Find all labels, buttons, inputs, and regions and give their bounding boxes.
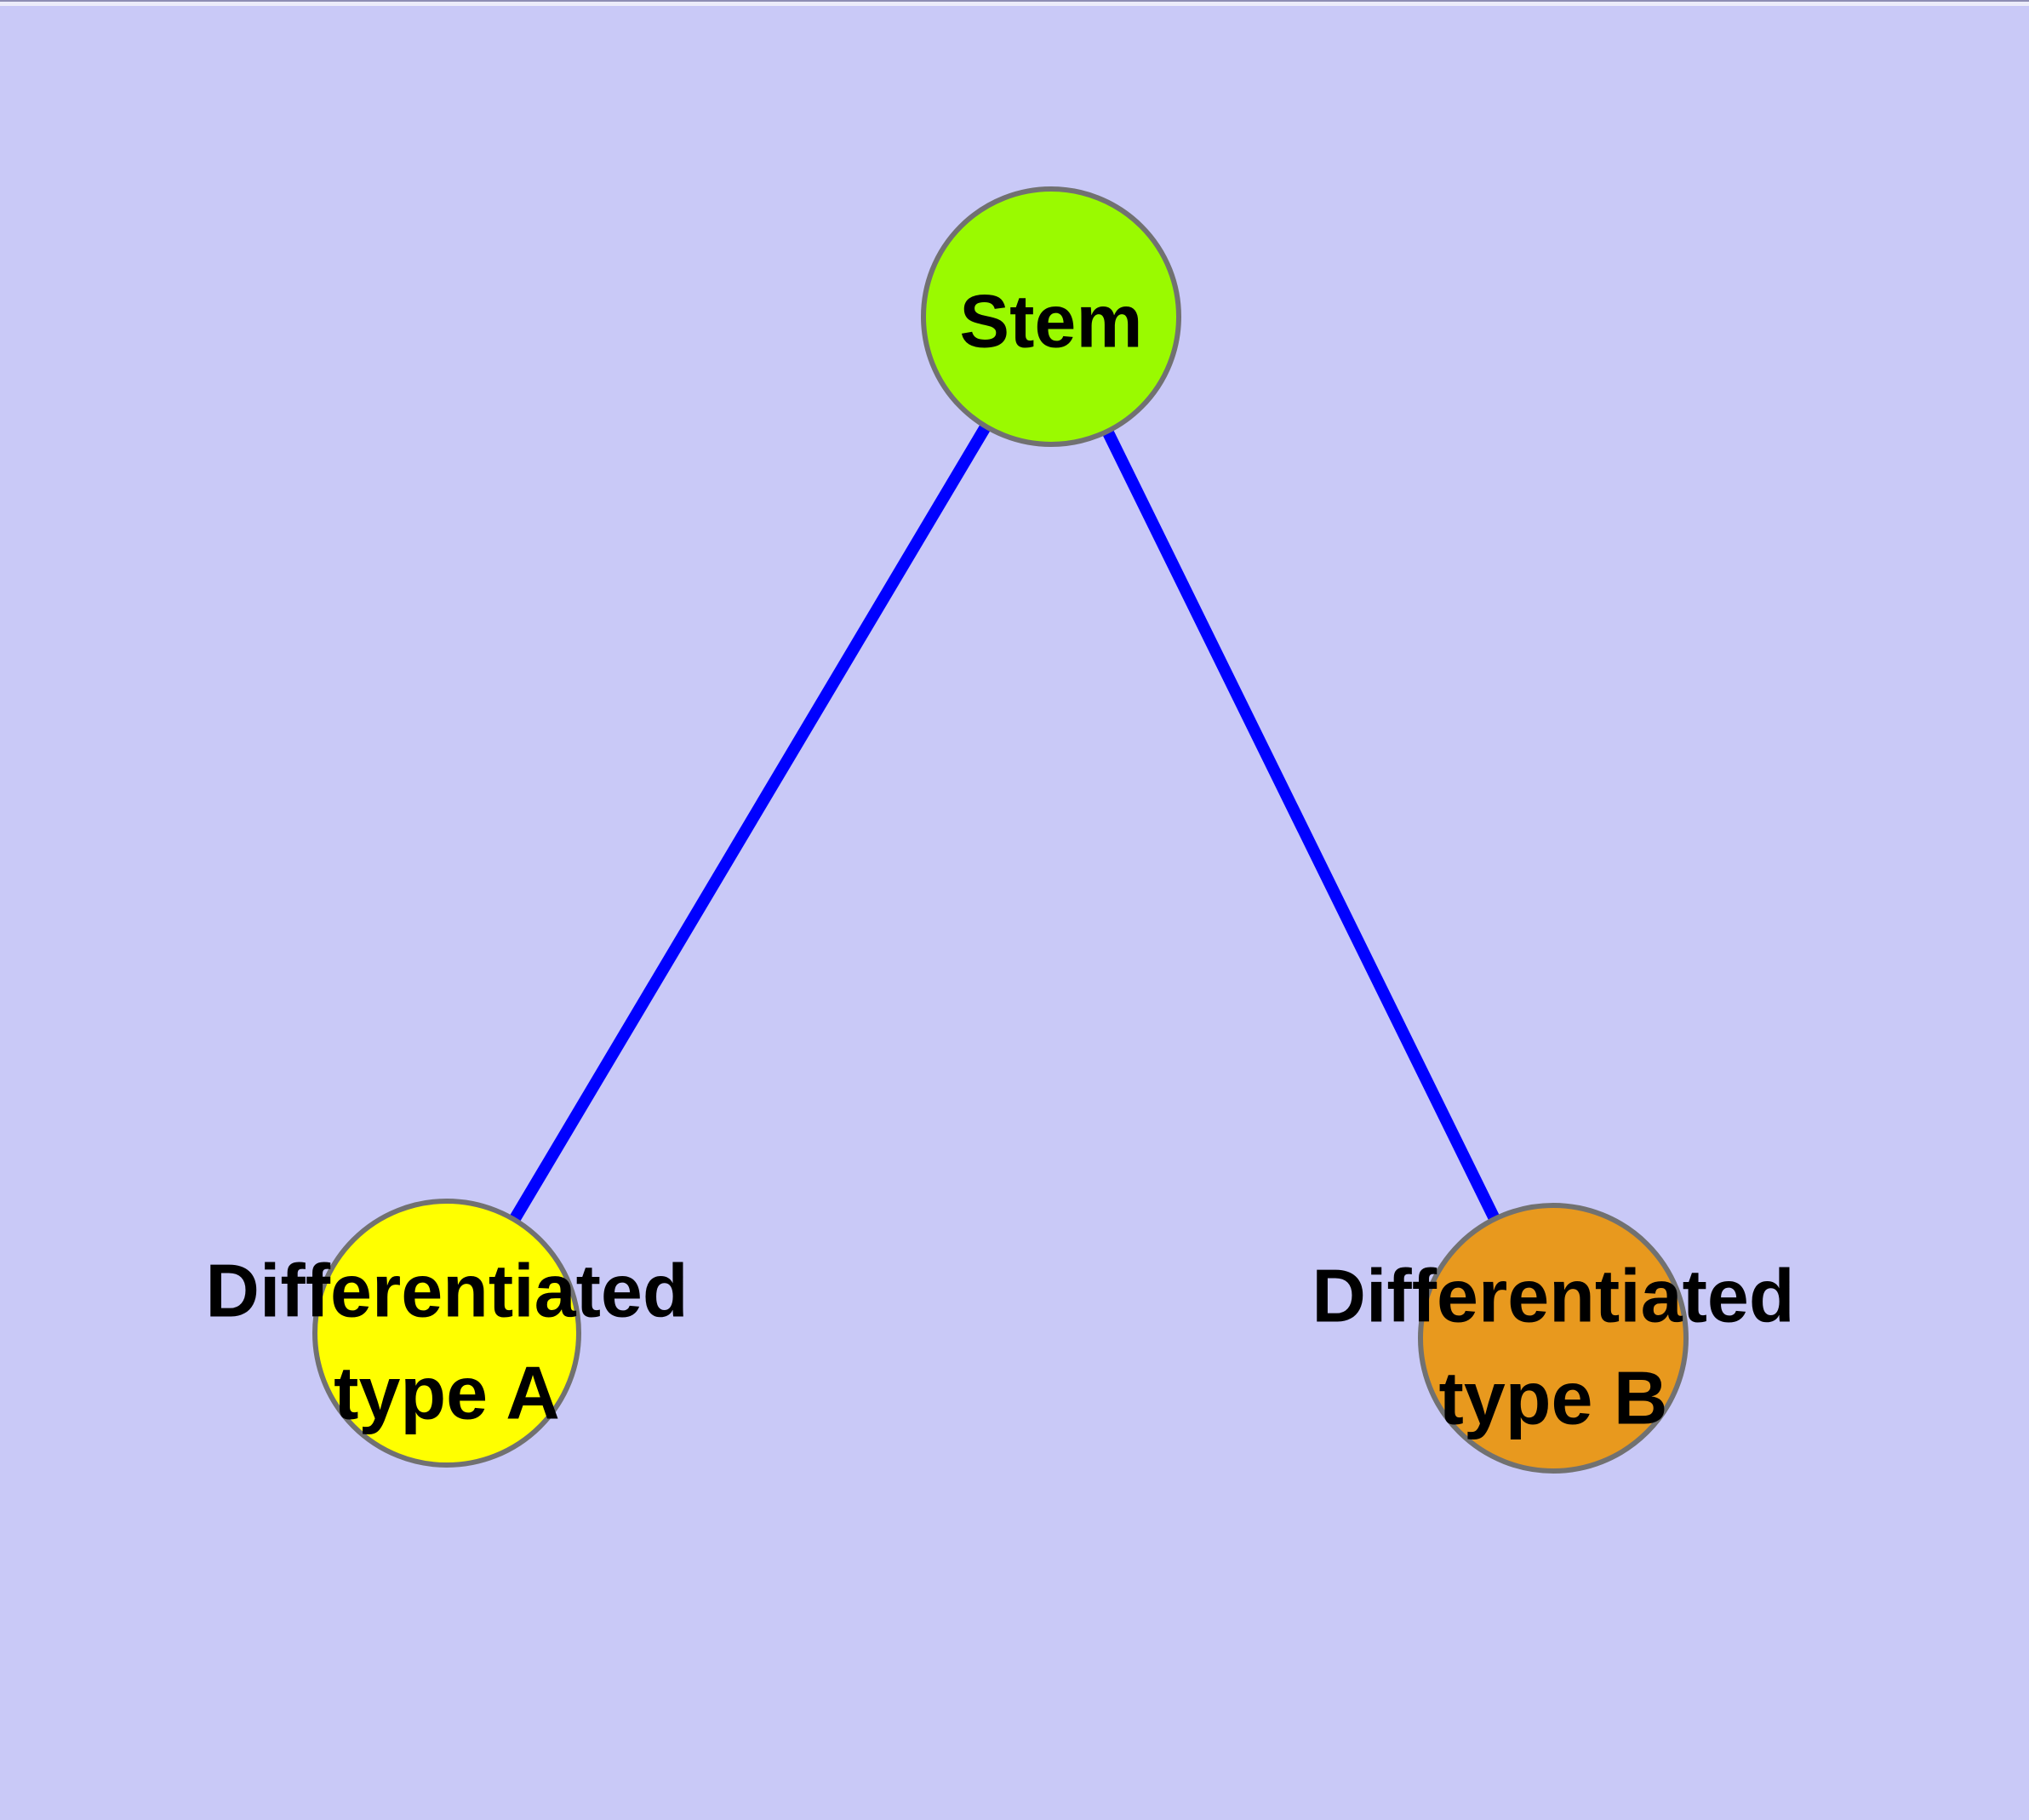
- edge-stem-to-type-b: [1045, 313, 1559, 1342]
- node-stem-label: Stem: [959, 279, 1142, 363]
- node-type-a-label-line1: Differentiated: [205, 1249, 688, 1333]
- node-stem: [921, 186, 1181, 447]
- window-top-edge: [0, 0, 2029, 6]
- node-type-b-label-line1: Differentiated: [1312, 1254, 1794, 1338]
- node-differentiated-type-a: [312, 1199, 581, 1468]
- node-type-a-label-line2: type A: [334, 1351, 560, 1435]
- edge-stem-to-type-a: [441, 313, 1057, 1336]
- node-differentiated-type-b: [1418, 1203, 1689, 1474]
- node-type-b-label-line2: type B: [1439, 1356, 1668, 1440]
